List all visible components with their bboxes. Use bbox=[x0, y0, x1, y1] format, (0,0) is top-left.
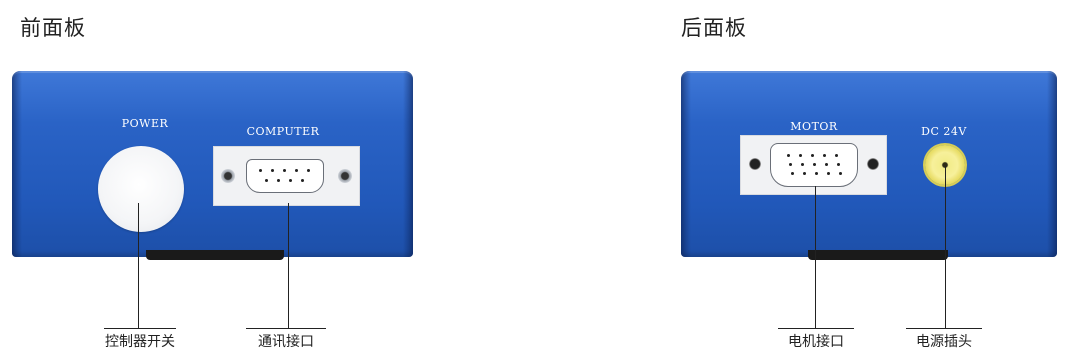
motor-callout-line bbox=[815, 186, 816, 328]
power-button-icon[interactable] bbox=[98, 146, 184, 232]
comm-callout-underline bbox=[246, 328, 326, 329]
db9-connector-icon[interactable] bbox=[246, 159, 324, 193]
motor-label: MOTOR bbox=[790, 120, 838, 133]
power-plug-caption: 电源插头 bbox=[916, 334, 972, 350]
front-panel-enclosure: POWER COMPUTER bbox=[12, 71, 413, 257]
dc-callout-underline bbox=[906, 328, 982, 329]
power-callout-underline bbox=[104, 328, 176, 329]
power-label: POWER bbox=[121, 117, 169, 130]
screw-icon bbox=[867, 158, 879, 170]
screw-icon bbox=[338, 169, 352, 183]
motor-port-caption: 电机接口 bbox=[788, 334, 844, 350]
computer-label: COMPUTER bbox=[246, 125, 320, 138]
power-callout-line bbox=[138, 203, 139, 328]
dc-label: DC 24V bbox=[921, 125, 967, 138]
rear-panel-title: 后面板 bbox=[681, 16, 747, 40]
computer-port-plate bbox=[213, 146, 360, 206]
comm-callout-line bbox=[288, 203, 289, 328]
front-panel-title: 前面板 bbox=[20, 16, 86, 40]
comm-port-caption: 通讯接口 bbox=[258, 334, 314, 350]
dc-callout-line bbox=[945, 166, 946, 328]
front-panel-foot bbox=[146, 250, 284, 260]
power-switch-caption: 控制器开关 bbox=[105, 334, 175, 350]
db15-connector-icon[interactable] bbox=[770, 143, 858, 187]
motor-callout-underline bbox=[778, 328, 854, 329]
screw-icon bbox=[221, 169, 235, 183]
screw-icon bbox=[749, 158, 761, 170]
motor-port-plate bbox=[740, 135, 887, 195]
rear-panel-enclosure: MOTOR DC 24V bbox=[681, 71, 1057, 257]
rear-panel-foot bbox=[808, 250, 948, 260]
